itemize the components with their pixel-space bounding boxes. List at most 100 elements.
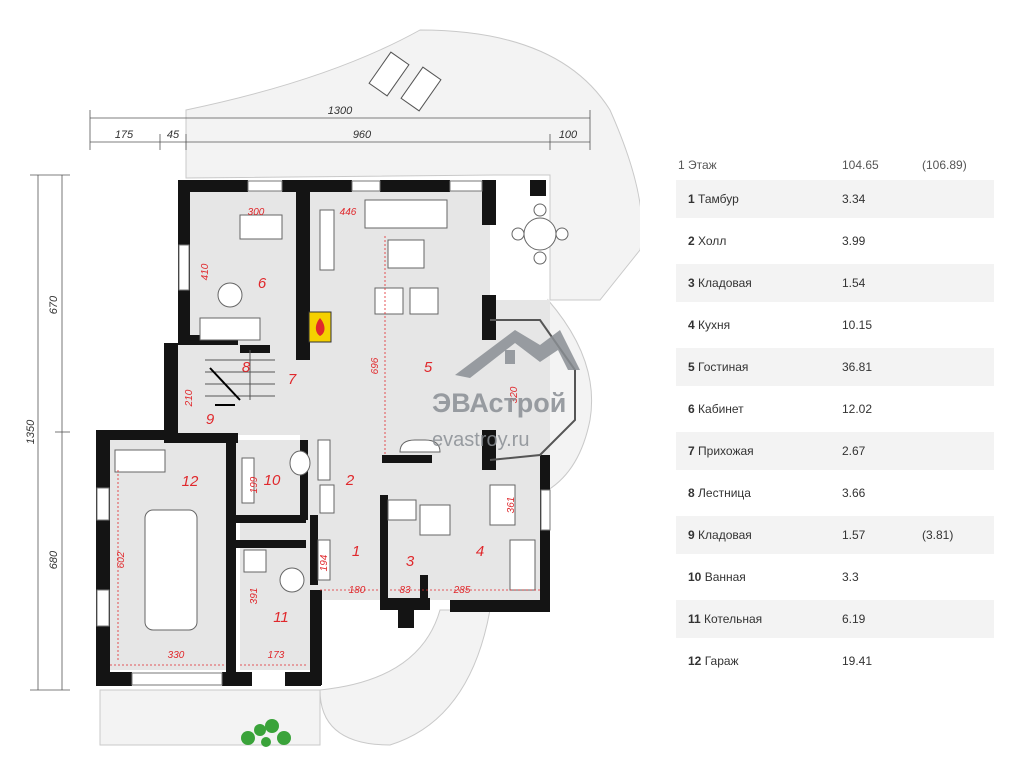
room-number-6: 6	[258, 275, 267, 292]
dim-top-d: 100	[559, 129, 578, 141]
room-name: Прихожая	[698, 444, 754, 458]
table-row: 7 Прихожая 2.67	[676, 432, 994, 470]
dim-top-total: 1300	[328, 105, 353, 117]
dim-top-b: 45	[167, 129, 180, 141]
room-number-3: 3	[406, 553, 415, 570]
furniture	[114, 199, 536, 631]
room-number-7: 7	[288, 371, 297, 388]
room-name: Котельная	[704, 612, 763, 626]
room-num: 3	[688, 276, 695, 290]
room-area-alt: (3.81)	[922, 528, 954, 542]
room-dim-r11-h: 391	[249, 588, 260, 605]
room-dimension-lines	[110, 236, 540, 666]
stair	[205, 350, 275, 406]
room-area: 10.15	[842, 318, 873, 332]
room-area: 3.34	[842, 192, 866, 206]
dimension-lines	[30, 110, 591, 691]
floor-plan: 1300 175 45 960 100 1350 670 680 300 446…	[25, 29, 640, 747]
dim-left-a: 670	[48, 295, 60, 314]
room-num: 11	[688, 612, 701, 626]
room-dim-r6-w: 300	[248, 207, 265, 218]
room-num: 1	[688, 192, 695, 206]
floor-label: 1 Этаж	[678, 158, 717, 172]
room-name: Кладовая	[698, 528, 752, 542]
table-row: 1 Тамбур 3.34	[676, 180, 994, 218]
dim-left-total: 1350	[25, 419, 37, 444]
room-num: 5	[688, 360, 695, 374]
room-area: 3.99	[842, 234, 866, 248]
watermark-title: ЭВАстрой	[432, 388, 566, 418]
room-number-11: 11	[273, 609, 289, 626]
room-number-12: 12	[182, 473, 199, 490]
room-number-1: 1	[352, 543, 360, 560]
room-dim-r6-h: 410	[200, 263, 211, 280]
room-name: Кладовая	[698, 276, 752, 290]
table-row: 4 Кухня 10.15	[676, 306, 994, 344]
column	[530, 180, 546, 196]
room-number-4: 4	[476, 543, 484, 560]
dim-top-c: 960	[353, 129, 372, 141]
room-num: 9	[688, 528, 695, 542]
room-number-10: 10	[264, 472, 281, 489]
total-area-alt: (106.89)	[922, 158, 967, 172]
watermark-site: evastroy.ru	[432, 429, 529, 451]
table-row: 10 Ванная 3.3	[676, 558, 994, 596]
room-dim-r4-h: 361	[506, 497, 517, 514]
dim-top-a: 175	[115, 129, 134, 141]
room-dim-r12-w: 330	[168, 650, 185, 661]
room-dim-r3-w: 83	[399, 585, 411, 596]
room-dim-r4-w: 285	[453, 585, 471, 596]
walls	[96, 180, 550, 686]
room-area: 12.02	[842, 402, 873, 416]
room-dim-r12-h: 602	[116, 551, 127, 568]
room-name: Гостиная	[698, 360, 749, 374]
room-num: 2	[688, 234, 695, 248]
room-number-2: 2	[345, 472, 355, 489]
room-area: 6.19	[842, 612, 866, 626]
table-row: 9 Кладовая 1.57 (3.81)	[676, 516, 994, 554]
room-area: 2.67	[842, 444, 866, 458]
windows	[96, 180, 551, 686]
room-area: 1.57	[842, 528, 866, 542]
room-dim-r1-h: 194	[319, 554, 330, 571]
room-name: Кухня	[698, 318, 731, 332]
room-dim-r10-h: 199	[249, 476, 260, 493]
room-num: 12	[688, 654, 702, 668]
room-num: 7	[688, 444, 695, 458]
outdoor-table-icon	[511, 203, 569, 265]
room-area: 3.66	[842, 486, 866, 500]
room-name: Лестница	[698, 486, 751, 500]
room-num: 6	[688, 402, 695, 416]
room-dim-r11-w: 173	[268, 650, 285, 661]
table-row: 11 Котельная 6.19	[676, 600, 994, 638]
room-name: Тамбур	[698, 192, 739, 206]
table-row: 3 Кладовая 1.54	[676, 264, 994, 302]
room-num: 4	[688, 318, 695, 332]
room-num: 8	[688, 486, 695, 500]
room-dim-r9-h: 210	[184, 389, 195, 407]
room-dim-r1-w: 180	[349, 585, 366, 596]
room-num: 10	[688, 570, 702, 584]
room-number-8: 8	[242, 359, 251, 376]
plant-icon	[241, 719, 291, 747]
room-number-9: 9	[206, 411, 215, 428]
deck-chair-icon	[368, 51, 442, 112]
room-name: Ванная	[704, 570, 746, 584]
dim-left-b: 680	[48, 550, 60, 569]
room-area: 36.81	[842, 360, 873, 374]
room-number-5: 5	[424, 359, 433, 376]
fireplace-icon	[308, 311, 332, 343]
room-dim-bay: 320	[509, 386, 520, 403]
room-dim-r5-h: 696	[370, 357, 381, 374]
table-row: 5 Гостиная 36.81	[676, 348, 994, 386]
room-area: 1.54	[842, 276, 866, 290]
table-row: 2 Холл 3.99	[676, 222, 994, 260]
room-dim-r5-w: 446	[340, 207, 357, 218]
room-area: 3.3	[842, 570, 859, 584]
room-name: Холл	[698, 234, 727, 248]
table-row: 8 Лестница 3.66	[676, 474, 994, 512]
